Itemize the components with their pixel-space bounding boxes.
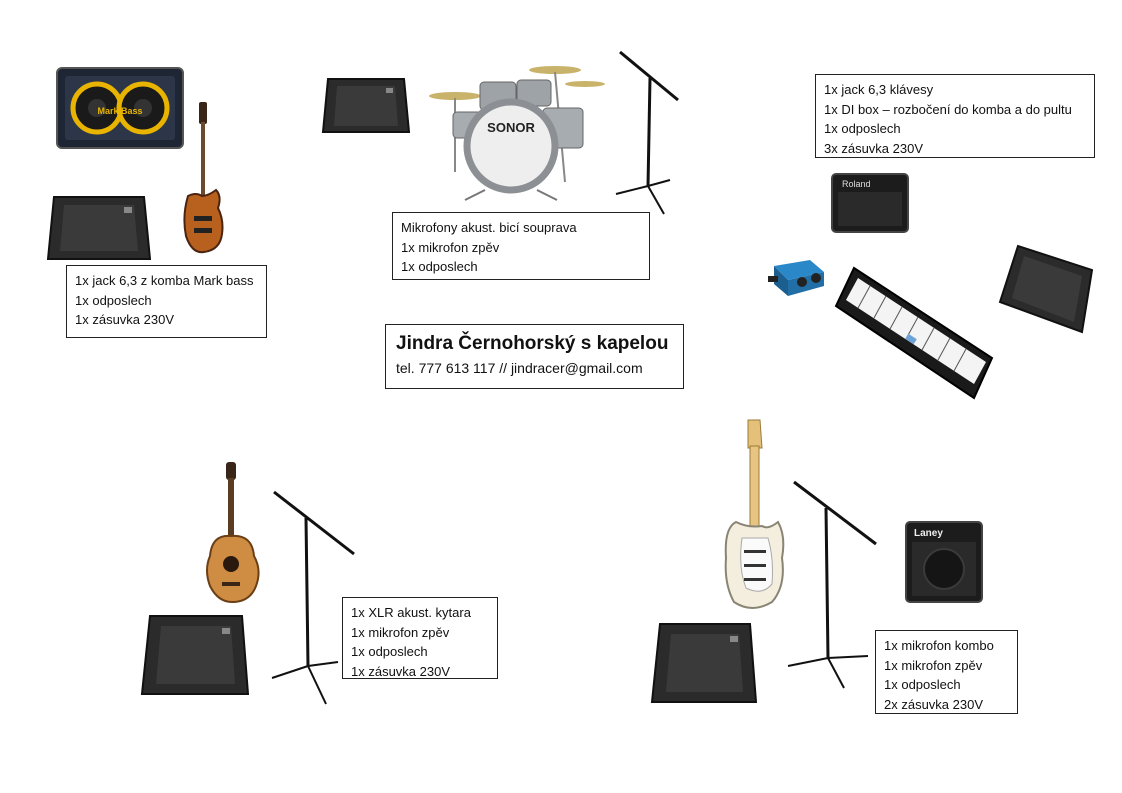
electric-mic-stand — [787, 480, 877, 689]
bass-monitor-speaker — [46, 196, 152, 260]
keys-amp-brand: Roland — [842, 179, 871, 189]
keyboard-amp: Roland — [831, 173, 909, 233]
drum-line-3: 1x odposlech — [401, 259, 478, 274]
drum-mic-stand — [615, 50, 679, 215]
bass-line-1: 1x jack 6,3 z komba Mark bass — [75, 273, 254, 288]
acoustic-line-3: 1x odposlech — [351, 644, 428, 659]
drum-line-2: 1x mikrofon zpěv — [401, 239, 500, 255]
electric-line-2: 1x mikrofon zpěv — [884, 657, 983, 673]
keys-line-2: 1x DI box – rozbočení do komba a do pult… — [824, 101, 1072, 117]
bass-amp-brand: Mark Bass — [97, 106, 142, 116]
electric-line-1: 1x mikrofon kombo — [884, 638, 994, 653]
drum-line-1: Mikrofony akust. bicí souprava — [401, 220, 577, 235]
bass-station-info: 1x jack 6,3 z komba Mark bass 1x odposle… — [66, 265, 267, 338]
bass-line-2: 1x odposlech — [75, 292, 152, 308]
acoustic-guitar — [206, 462, 260, 604]
bass-amp-cabinet: Mark Bass — [56, 67, 184, 149]
keyboard-piano — [834, 266, 994, 400]
keys-station-info: 1x jack 6,3 klávesy 1x DI box – rozbočen… — [815, 74, 1095, 158]
band-name: Jindra Černohorský s kapelou — [396, 333, 669, 354]
band-header: Jindra Černohorský s kapelou tel. 777 61… — [385, 324, 684, 389]
electric-guitar — [724, 419, 785, 609]
acoustic-mic-stand — [271, 490, 355, 705]
drum-brand: SONOR — [487, 120, 535, 135]
keys-line-4: 3x zásuvka 230V — [824, 140, 924, 156]
drum-station-info: Mikrofony akust. bicí souprava 1x mikrof… — [392, 212, 650, 280]
guitar-amp-combo: Laney — [905, 521, 983, 603]
drum-kit: SONOR — [429, 66, 605, 201]
contact-info: tel. 777 613 117 // jindracer@gmail.com — [396, 360, 643, 376]
keys-line-1: 1x jack 6,3 klávesy — [824, 82, 934, 97]
acoustic-monitor-speaker — [140, 615, 250, 695]
di-box — [768, 260, 824, 296]
drum-monitor-speaker — [321, 78, 411, 133]
keys-monitor-speaker — [998, 244, 1094, 334]
electric-monitor-speaker — [650, 623, 758, 703]
bass-line-3: 1x zásuvka 230V — [75, 312, 175, 327]
acoustic-line-1: 1x XLR akust. kytara — [351, 605, 471, 620]
guitar-amp-brand: Laney — [914, 528, 943, 539]
acoustic-line-4: 1x zásuvka 230V — [351, 663, 451, 679]
acoustic-line-2: 1x mikrofon zpěv — [351, 624, 450, 640]
electric-line-4: 2x zásuvka 230V — [884, 696, 984, 712]
electric-line-3: 1x odposlech — [884, 677, 961, 692]
acoustic-station-info: 1x XLR akust. kytara 1x mikrofon zpěv 1x… — [342, 597, 498, 679]
bass-guitar — [183, 102, 224, 254]
keys-line-3: 1x odposlech — [824, 121, 901, 136]
electric-station-info: 1x mikrofon kombo 1x mikrofon zpěv 1x od… — [875, 630, 1018, 714]
